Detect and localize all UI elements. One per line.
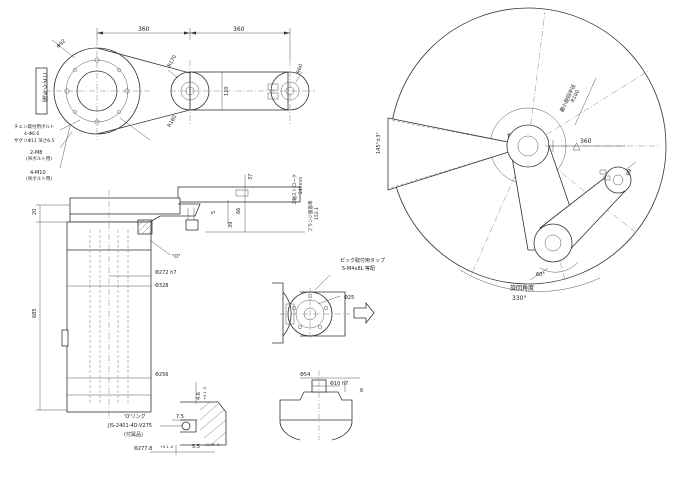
z-stroke-label: Z軸ストローク: [291, 174, 298, 204]
oring-spec: JIS-2401-4D-V275: [107, 423, 152, 429]
chain-bolt-label: チェン取付用ボルト: [14, 123, 55, 130]
dim-66: 66: [236, 208, 242, 214]
tap-spec-label: 4-Φ6.6: [24, 131, 39, 137]
flange-detail: [272, 274, 375, 344]
phi256-label: Φ256: [155, 372, 168, 378]
connector-box: コネクタ部: [35, 67, 48, 115]
dim-360-right: 360: [233, 26, 245, 33]
phi25-label: Φ25: [344, 295, 354, 301]
dim-46-label: 4.6: [196, 392, 202, 400]
dim-37: 37: [248, 174, 254, 180]
arm-top-view: [45, 28, 315, 169]
min-radius-value: R100: [570, 89, 581, 103]
r60-label: R60: [296, 63, 305, 74]
tol-55-label: +0.05 -0: [204, 443, 219, 447]
angle-60-label: 60°: [536, 272, 545, 278]
r160-label: R160: [167, 114, 179, 128]
rotation-label: 旋回角度: [510, 284, 534, 292]
phi272-label: Φ272 h7: [155, 270, 176, 276]
shaft-detail: [279, 370, 360, 441]
r9-label: R9: [626, 168, 634, 176]
flange-value: 152.1: [314, 207, 320, 220]
connector-label: コネクタ部: [41, 72, 48, 103]
oring-sub: (付属品): [124, 431, 143, 438]
flange-label: フランジ面基準: [307, 200, 314, 232]
working-area: [387, 7, 667, 292]
dim-120-label: 120: [224, 86, 230, 96]
dim-5: 5: [211, 211, 217, 214]
m10-label: 4-M10: [30, 170, 46, 176]
detail-o-label: "O": [172, 254, 181, 260]
rotation-value: 330°: [512, 295, 526, 302]
top-view-360: 360: [580, 138, 592, 145]
pick-label: ピック取付用タップ: [340, 257, 385, 264]
r170-label: R170: [167, 54, 179, 68]
phi328-label: Φ328: [155, 283, 168, 289]
dim-75-label: 7.5: [176, 414, 184, 420]
tol-46-label: +0.1 -0: [203, 387, 207, 400]
m10-sub-label: (吊ボルト用): [26, 175, 52, 182]
phi2778-label: Φ277.8: [134, 446, 152, 452]
phi92-label: Φ92: [56, 38, 68, 50]
dim-360-left: 360: [138, 26, 150, 33]
m8-sub-label: (吊ボルト用): [26, 155, 52, 162]
dim-55-label: 5.5: [192, 444, 200, 450]
dim-6-label: 6: [360, 388, 363, 394]
phi54-label: Φ54: [300, 372, 310, 378]
pick-spec: 5-M4x8L 等配: [342, 265, 375, 272]
z-stroke-value: 240mm: [298, 177, 304, 194]
angle-145-label: 145°±3°: [376, 132, 382, 154]
oring-label: 'O'リング: [124, 413, 146, 420]
phi10-label: Φ10 h7: [330, 381, 348, 387]
depth-spec-label: ザグリΦ11 深さ6.5: [14, 137, 54, 144]
side-view: [36, 175, 305, 420]
oring-detail: [150, 382, 227, 455]
m8-label: 2-M8: [30, 150, 42, 156]
dim-20: 20: [32, 209, 38, 215]
tol-2778-label: +0.1 -0: [160, 445, 173, 449]
dim-39: 39: [228, 222, 234, 228]
dim-685: 685: [32, 308, 38, 318]
